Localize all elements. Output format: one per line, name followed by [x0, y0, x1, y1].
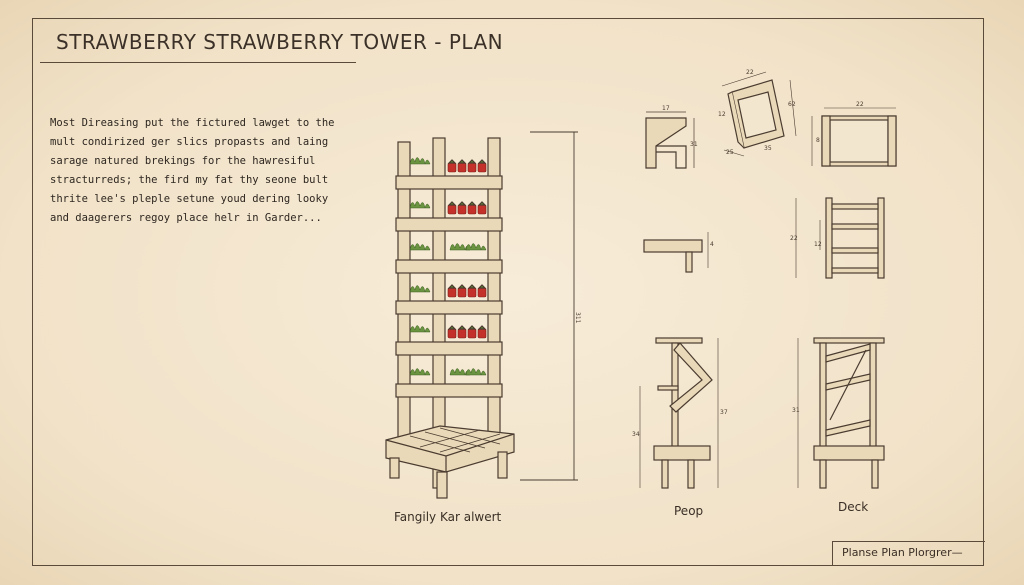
title-block	[832, 541, 985, 566]
tower-height-dimension	[520, 131, 578, 481]
dim-label: 62	[788, 101, 796, 108]
side-view-caption: Peop	[674, 504, 704, 518]
tower-base	[385, 425, 515, 499]
dim-label: 4	[710, 241, 714, 248]
tower-tier	[395, 243, 503, 274]
tower-tier	[395, 284, 503, 315]
title-underline	[40, 62, 356, 63]
dim-label: 22	[746, 69, 754, 76]
dim-label: 8	[816, 137, 820, 144]
description-line: stracturreds; the fird my fat thy seone …	[50, 174, 329, 186]
description-line: sarage natured brekings for the hawresif…	[50, 155, 316, 167]
description-line: thrite lee's pleple setune youd dering l…	[50, 193, 329, 205]
dim-label: 22	[856, 101, 864, 108]
detail-bracket-view	[645, 111, 695, 169]
description-line: and daagerers regoy place helr in Garder…	[50, 212, 322, 224]
tower-height-label: 311	[574, 312, 581, 324]
page-title: STRAWBERRY STRAWBERRY TOWER - PLAN	[56, 30, 504, 54]
dim-label: 22	[790, 235, 798, 242]
drawing-frame	[32, 18, 984, 566]
tower-tier	[395, 368, 503, 398]
description-line: Most Direasing put the fictured lawget t…	[50, 117, 335, 129]
detail-box-view	[811, 107, 897, 167]
detail-front-elevation	[797, 337, 885, 489]
title-block-text: Planse Plan Plorgrer—	[842, 546, 963, 559]
dim-label: 25	[726, 149, 734, 156]
detail-shelf-bracket	[643, 232, 709, 273]
strawberry-tower-drawing	[385, 137, 515, 499]
front-view-caption: Deck	[838, 500, 869, 514]
dim-label: 12	[814, 241, 822, 248]
tower-tier	[395, 157, 503, 190]
dim-label: 31	[690, 141, 698, 148]
tower-tier	[395, 201, 503, 232]
dim-label: 12	[718, 111, 726, 118]
description-text: Most Direasing put the fictured lawget t…	[50, 114, 335, 228]
dim-label: 31	[792, 407, 800, 414]
detail-side-elevation	[639, 337, 719, 489]
tower-tier	[395, 325, 503, 356]
tower-caption: Fangily Kar alwert	[394, 510, 502, 524]
dim-label: 17	[662, 105, 670, 112]
detail-ladder-view	[795, 197, 885, 279]
detail-isometric-frame	[721, 71, 797, 157]
dim-label: 34	[632, 431, 640, 438]
description-line: mult condirized ger slics propasts and l…	[50, 136, 329, 148]
dim-label: 37	[720, 409, 728, 416]
dim-label: 35	[764, 145, 772, 152]
